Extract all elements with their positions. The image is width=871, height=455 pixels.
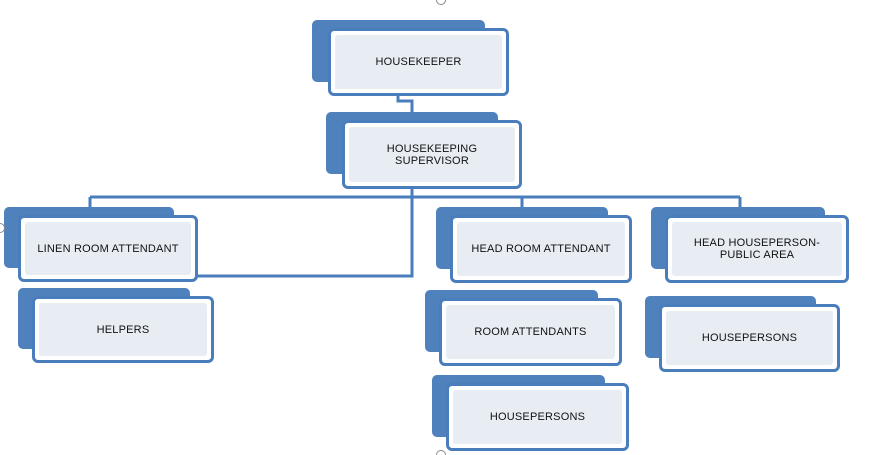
node-helpers: HELPERS xyxy=(18,288,214,363)
node-housekeeping-supervisor: HOUSEKEEPING SUPERVISOR xyxy=(326,112,522,189)
node-linen-room-attendant: LINEN ROOM ATTENDANT xyxy=(4,207,198,282)
node-head-room-attendant-label: HEAD ROOM ATTENDANT xyxy=(471,243,611,255)
node-head-houseperson-public-area: HEAD HOUSEPERSON- PUBLIC AREA xyxy=(651,207,849,283)
node-housepersons-public: HOUSEPERSONS xyxy=(645,296,840,372)
node-linen-room-attendant-label: LINEN ROOM ATTENDANT xyxy=(37,242,179,255)
node-housepersons-public-label: HOUSEPERSONS xyxy=(701,332,798,344)
node-head-room-attendant: HEAD ROOM ATTENDANT xyxy=(436,207,632,283)
connector-linen-return xyxy=(196,197,414,278)
node-head-houseperson-public-area-label: HEAD HOUSEPERSON- PUBLIC AREA xyxy=(693,237,821,261)
node-housekeeping-supervisor-label: HOUSEKEEPING SUPERVISOR xyxy=(386,142,478,167)
node-room-attendants-label: ROOM ATTENDANTS xyxy=(474,326,587,338)
node-room-attendants: ROOM ATTENDANTS xyxy=(425,290,622,366)
node-housekeeper: HOUSEKEEPER xyxy=(312,20,509,96)
node-helpers-label: HELPERS xyxy=(96,323,150,336)
node-housepersons-rooms-label: HOUSEPERSONS xyxy=(489,411,586,423)
selection-handle[interactable] xyxy=(436,450,446,455)
connector-housekeeper-supervisor xyxy=(396,93,414,117)
node-housepersons-rooms: HOUSEPERSONS xyxy=(432,375,629,451)
node-housekeeper-label: HOUSEKEEPER xyxy=(375,56,462,68)
